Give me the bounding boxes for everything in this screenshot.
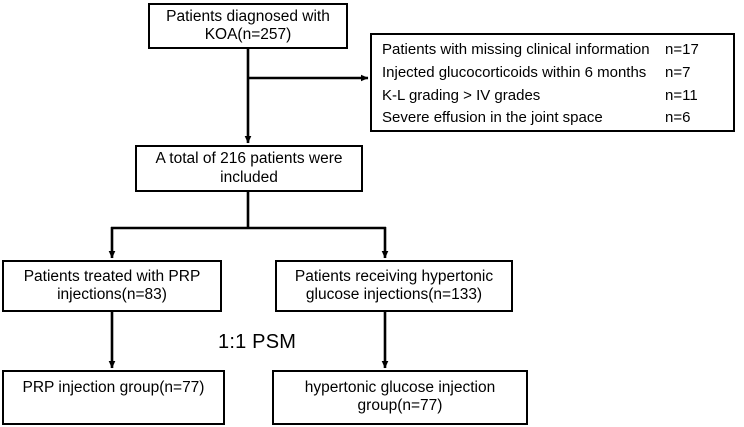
node-hypertonic-treated-label: Patients receiving hypertonic glucose in… bbox=[294, 267, 494, 303]
node-hypertonic-glucose-injection-group: hypertonic glucose injection group(n=77) bbox=[272, 370, 528, 425]
node-patients-diagnosed-label: Patients diagnosed with KOA(n=257) bbox=[166, 7, 330, 43]
exclusion-criteria-row: K-L grading > IV grades n=11 bbox=[382, 85, 727, 108]
node-total-included: A total of 216 patients were included bbox=[135, 145, 363, 192]
node-hypertonic-treated: Patients receiving hypertonic glucose in… bbox=[275, 260, 513, 312]
exclusion-criteria-row: Injected glucocorticoids within 6 months… bbox=[382, 62, 727, 85]
exclusion-criteria-list: Patients with missing clinical informati… bbox=[382, 39, 727, 130]
exclusion-count: n=6 bbox=[665, 109, 691, 127]
exclusion-reason: Patients with missing clinical informati… bbox=[382, 41, 650, 58]
node-prp-treated-label: Patients treated with PRP injections(n=8… bbox=[23, 267, 201, 303]
psm-annotation: 1:1 PSM bbox=[218, 331, 297, 353]
exclusion-reason: K-L grading > IV grades bbox=[382, 86, 541, 104]
exclusion-count: n=7 bbox=[665, 63, 691, 81]
node-patients-diagnosed: Patients diagnosed with KOA(n=257) bbox=[148, 3, 348, 49]
node-hypertonic-glucose-injection-group-label: hypertonic glucose injection group(n=77) bbox=[304, 379, 496, 415]
exclusion-criteria-row: Severe effusion in the joint space n=6 bbox=[382, 107, 727, 130]
node-total-included-label: A total of 216 patients were included bbox=[155, 150, 343, 186]
node-prp-injection-group: PRP injection group(n=77) bbox=[2, 370, 225, 425]
node-prp-injection-group-label: PRP injection group(n=77) bbox=[22, 379, 205, 396]
exclusion-count: n=17 bbox=[665, 41, 699, 58]
node-prp-treated: Patients treated with PRP injections(n=8… bbox=[2, 260, 222, 312]
exclusion-reason: Injected glucocorticoids within 6 months bbox=[382, 63, 647, 81]
node-exclusion-criteria: Patients with missing clinical informati… bbox=[370, 33, 735, 132]
exclusion-reason: Severe effusion in the joint space bbox=[382, 109, 603, 127]
exclusion-count: n=11 bbox=[665, 86, 698, 104]
exclusion-criteria-row: Patients with missing clinical informati… bbox=[382, 39, 727, 62]
